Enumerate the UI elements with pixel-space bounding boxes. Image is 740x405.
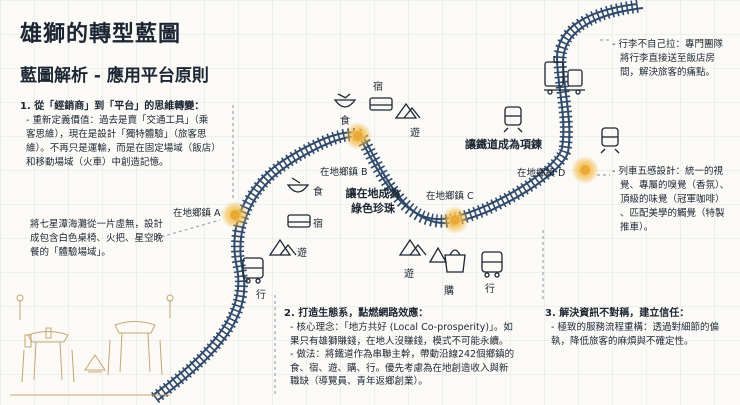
green-pearl-line: 讓在地成為 xyxy=(345,187,401,200)
section-1-body: - 重新定義價值：過去是賣「交通工具」（乘 客思維），現在是設計「獨特體驗」（旅… xyxy=(20,114,245,170)
icon-cluster-a xyxy=(242,177,311,284)
luggage-icon xyxy=(544,56,585,95)
town-label-b: 在地鄉鎮 B xyxy=(320,167,368,178)
green-pearl-line: 綠色珍珠 xyxy=(351,202,395,215)
luggage-note-line: - 行李不自己拉：專門團隊 xyxy=(612,39,723,50)
beach-description: 將七星潭海灘從一片虛無，設計 成包含白色桌椅、火把、星空晚 餐的「體驗場域」。 xyxy=(30,218,190,260)
beach-description-line: 將七星潭海灘從一片虛無，設計 xyxy=(30,219,164,230)
icon-label-play-a: 遊 xyxy=(297,248,307,259)
town-label-d: 在地鄉鎮 D xyxy=(517,168,566,179)
train-senses-line: 推車）。 xyxy=(620,222,654,233)
train-senses-line: 覺、專屬的嗅覺（香氛）、 xyxy=(620,180,730,191)
beach-description-line: 成包含白色桌椅、火把、星空晚 xyxy=(30,233,164,244)
town-label-c: 在地鄉鎮 C xyxy=(426,191,474,202)
train-senses-line: 、匹配美學的觸覺（特製 xyxy=(620,208,725,219)
necklace-label: 讓鐵道成為項鍊 xyxy=(465,138,542,151)
section-1-line: 和移動場域（火車）中創造記憶。 xyxy=(26,157,169,168)
section-3: 3. 解決資訊不對稱，建立信任： - 極致的服務流程重構：透過對細節的偏 執，降… xyxy=(545,307,735,349)
section-2-line: 果只有雄獅賺錢，在地人沒賺錢，模式不可能永續。 xyxy=(290,335,509,347)
section-2-line: 食、宿、遊、購、行。優先考慮為在地創造收入與新 xyxy=(290,362,509,374)
section-3-body: - 極致的服務流程重構：透過對細節的偏 執，降低旅客的麻煩與不確定性。 xyxy=(545,321,735,349)
luggage-note-line: 將行李直接送至飯店房 xyxy=(620,53,716,64)
section-1-line: 維）。不再只是運輸，而是在固定場域（飯店） xyxy=(26,143,221,154)
train-senses-note: - 列車五感設計：統一的視 覺、專屬的嗅覺（香氛）、 頂級的味覺（冠軍咖啡） 、… xyxy=(612,165,737,235)
icon-label-food-b: 食 xyxy=(340,116,350,127)
section-3-heading: 3. 解決資訊不對稱，建立信任： xyxy=(545,308,690,319)
icon-label-stay-b: 宿 xyxy=(373,82,383,93)
section-3-line: 執，降低旅客的麻煩與不確定性。 xyxy=(551,336,694,347)
icon-label-go-a: 行 xyxy=(256,290,266,301)
luggage-note: - 行李不自己拉：專門團隊 將行李直接送至飯店房 間，解決旅客的痛點。 xyxy=(612,38,737,80)
beach-description-line: 餐的「體驗場域」。 xyxy=(30,247,111,258)
icon-label-play-b: 遊 xyxy=(410,128,420,139)
icon-label-play-c: 遊 xyxy=(404,269,414,280)
page-title: 雄獅的轉型藍圖 xyxy=(20,22,182,47)
town-label-a: 在地鄉鎮 A xyxy=(173,208,221,219)
section-1-line: 客思維），現在是設計「獨特體驗」（旅客思 xyxy=(26,129,207,140)
train-icon-c xyxy=(503,106,523,133)
section-2-heading: 2. 打造生態系，點燃網路效應： xyxy=(284,308,429,319)
icon-cluster-b xyxy=(333,93,421,119)
section-1: 1. 從「經銷商」到「平台」的思維轉變： - 重新定義價值：過去是賣「交通工具」… xyxy=(20,100,245,170)
section-1-line: - 重新定義價值：過去是賣「交通工具」（乘 xyxy=(26,115,209,126)
section-2-line: 職缺（導覽員、青年返鄉創業）。 xyxy=(290,376,428,387)
section-1-heading: 1. 從「經銷商」到「平台」的思維轉變： xyxy=(20,101,205,112)
section-3-line: - 極致的服務流程重構：透過對細節的偏 xyxy=(551,322,719,333)
luggage-note-line: 間，解決旅客的痛點。 xyxy=(620,67,716,78)
icon-label-shop-c: 購 xyxy=(444,286,454,297)
icon-label-go-c: 行 xyxy=(485,284,495,295)
section-2-line: - 做法：將鐵道作為串聯主幹，帶動沿線242個鄉鎮的 xyxy=(290,349,515,360)
section-2-line: - 核心理念：「地方共好 (Local Co-prosperity)」。如 xyxy=(290,322,513,333)
beach-dinner-sketch xyxy=(10,294,174,396)
section-2-body: - 核心理念：「地方共好 (Local Co-prosperity)」。如 果只… xyxy=(284,321,549,389)
section-2: 2. 打造生態系，點燃網路效應： - 核心理念：「地方共好 (Local Co-… xyxy=(284,307,549,389)
icon-label-food-a: 食 xyxy=(313,187,323,198)
train-senses-line: 頂級的味覺（冠軍咖啡） xyxy=(620,194,725,205)
icon-cluster-c xyxy=(398,238,503,278)
railway-track-ties xyxy=(151,0,641,404)
icon-label-stay-a: 宿 xyxy=(313,219,323,230)
train-icon-d xyxy=(600,127,620,154)
page-subtitle: 藍圖解析 - 應用平台原則 xyxy=(20,66,209,86)
green-pearl-label: 讓在地成為 綠色珍珠 xyxy=(338,186,408,216)
train-senses-line: - 列車五感設計：統一的視 xyxy=(612,166,723,177)
